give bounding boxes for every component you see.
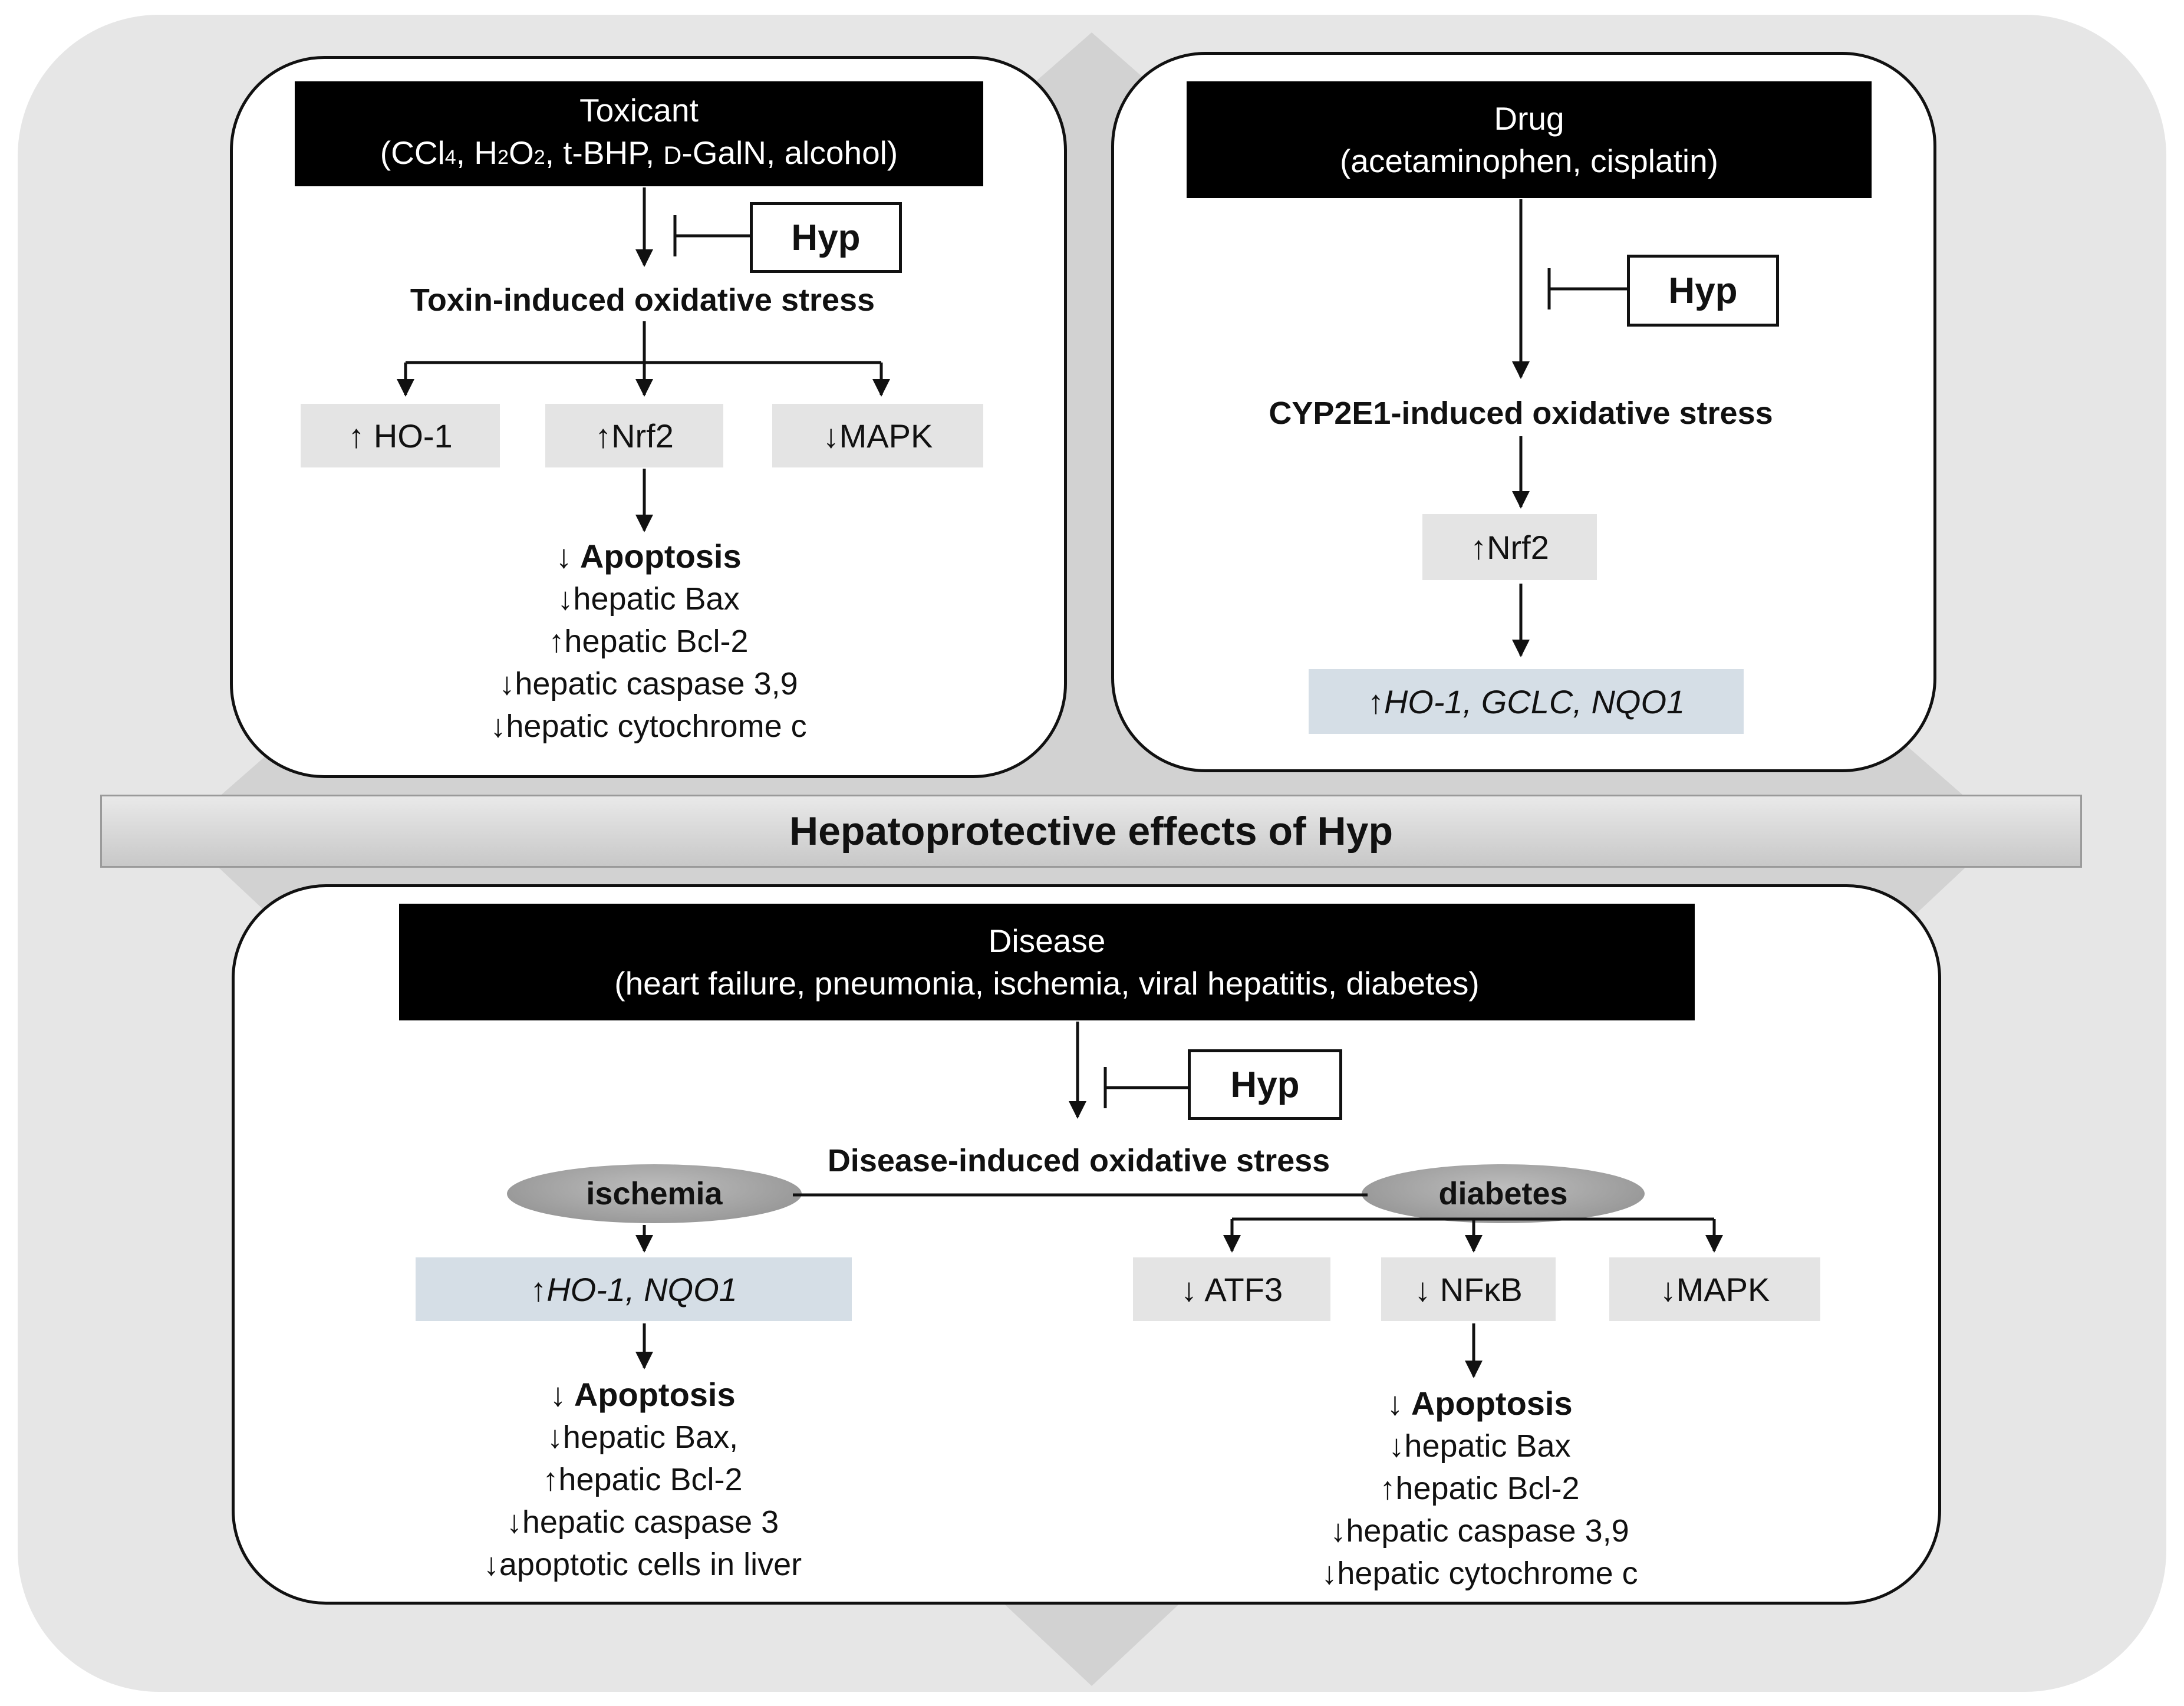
ischemia-apoptosis-item: ↓hepatic caspase 3 (506, 1504, 779, 1540)
toxicant-apoptosis-item: ↓hepatic cytochrome c (490, 709, 807, 744)
drug-chip-genes: ↑HO-1, GCLC, NQO1 (1309, 669, 1744, 734)
toxicant-chip-ho1: ↑ HO-1 (301, 404, 500, 467)
toxicant-apoptosis-item: ↑hepatic Bcl-2 (548, 624, 749, 659)
toxicant-apoptosis-item: ↓hepatic Bax (557, 581, 740, 617)
disease-hyp-box: Hyp (1188, 1049, 1342, 1120)
toxicant-apoptosis-title: ↓ Apoptosis (555, 538, 742, 575)
drug-header-title: Drug (1494, 100, 1564, 137)
drug-header: Drug (acetaminophen, cisplatin) (1187, 81, 1872, 198)
toxicant-hyp-box: Hyp (750, 202, 902, 273)
toxicant-chip-mapk: ↓MAPK (772, 404, 983, 467)
toxicant-header-title: Toxicant (579, 92, 699, 129)
drug-hyp-box: Hyp (1627, 255, 1779, 327)
disease-header-subtitle: (heart failure, pneumonia, ischemia, vir… (614, 965, 1480, 1002)
toxicant-chip-nrf2: ↑Nrf2 (545, 404, 723, 467)
drug-header-subtitle: (acetaminophen, cisplatin) (1339, 143, 1718, 179)
diabetes-apoptosis-title: ↓ Apoptosis (1386, 1385, 1573, 1422)
diabetes-ellipse: diabetes (1362, 1164, 1645, 1223)
ischemia-chip-genes: ↑HO-1, NQO1 (416, 1257, 852, 1321)
toxicant-apoptosis-item: ↓hepatic caspase 3,9 (499, 666, 798, 701)
diabetes-chip-atf3: ↓ ATF3 (1133, 1257, 1330, 1321)
disease-stress-label: Disease-induced oxidative stress (827, 1143, 1330, 1178)
ischemia-apoptosis-item: ↓apoptotic cells in liver (483, 1547, 802, 1582)
diabetes-apoptosis-item: ↑hepatic Bcl-2 (1379, 1471, 1580, 1506)
diabetes-chip-nfkb: ↓ NFκB (1381, 1257, 1556, 1321)
toxicant-header: Toxicant (CCl4, H2O2, t-BHP, D-GalN, alc… (295, 81, 983, 186)
ischemia-apoptosis-item: ↓hepatic Bax, (546, 1420, 739, 1455)
ischemia-apoptosis-title: ↓ Apoptosis (549, 1376, 736, 1413)
disease-header-title: Disease (988, 923, 1106, 959)
toxicant-apoptosis-block: ↓ Apoptosis ↓hepatic Bax ↑hepatic Bcl-2 … (413, 535, 884, 747)
ischemia-ellipse: ischemia (507, 1164, 802, 1223)
ischemia-apoptosis-block: ↓ Apoptosis ↓hepatic Bax, ↑hepatic Bcl-2… (407, 1374, 878, 1586)
diabetes-apoptosis-item: ↓hepatic Bax (1388, 1428, 1571, 1464)
diabetes-apoptosis-block: ↓ Apoptosis ↓hepatic Bax ↑hepatic Bcl-2 … (1238, 1382, 1721, 1595)
disease-header: Disease (heart failure, pneumonia, ische… (399, 904, 1695, 1020)
diabetes-apoptosis-item: ↓hepatic cytochrome c (1321, 1556, 1638, 1591)
diabetes-chip-mapk: ↓MAPK (1609, 1257, 1820, 1321)
toxicant-stress-label: Toxin-induced oxidative stress (410, 282, 875, 318)
central-banner: Hepatoprotective effects of Hyp (100, 795, 2082, 868)
drug-chip-nrf2: ↑Nrf2 (1422, 514, 1597, 580)
toxicant-header-subtitle: (CCl4, H2O2, t-BHP, D-GalN, alcohol) (380, 134, 898, 171)
drug-stress-label: CYP2E1-induced oxidative stress (1269, 396, 1773, 431)
diabetes-apoptosis-item: ↓hepatic caspase 3,9 (1330, 1513, 1629, 1549)
ischemia-apoptosis-item: ↑hepatic Bcl-2 (542, 1462, 743, 1497)
